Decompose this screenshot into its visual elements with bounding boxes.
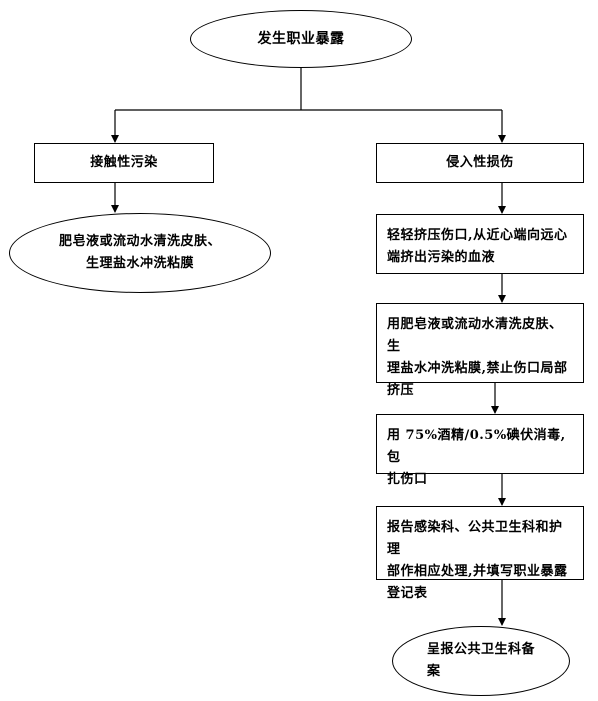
node-report-departments-line-2: 部作相应处理,并填写职业暴露 bbox=[387, 564, 568, 579]
node-disinfect-bandage-line-1: 用 75%酒精/0.5%碘伏消毒, 包 bbox=[387, 428, 566, 465]
node-occupational-exposure-label: 发生职业暴露 bbox=[257, 31, 345, 47]
node-disinfect-bandage: 用 75%酒精/0.5%碘伏消毒, 包 扎伤口 bbox=[376, 414, 584, 487]
node-contact-wash-text: 肥皂液或流动水清洗皮肤、 生理盐水冲洗粘膜 bbox=[59, 231, 221, 275]
node-contact-wash: 肥皂液或流动水清洗皮肤、 生理盐水冲洗粘膜 bbox=[9, 213, 271, 293]
node-contact-contamination-label: 接触性污染 bbox=[90, 155, 158, 170]
node-file-record: 呈报公共卫生科备 案 bbox=[392, 626, 570, 696]
node-invasive-wash-line-3: 挤压 bbox=[387, 383, 415, 398]
node-invasive-wash: 用肥皂液或流动水清洗皮肤、生 理盐水冲洗粘膜,禁止伤口局部 挤压 bbox=[376, 303, 584, 398]
node-file-record-line-2: 案 bbox=[426, 664, 441, 679]
node-disinfect-bandage-line-2: 扎伤口 bbox=[387, 472, 428, 487]
node-invasive-wash-line-1: 用肥皂液或流动水清洗皮肤、生 bbox=[387, 317, 563, 354]
node-invasive-injury: 侵入性损伤 bbox=[376, 143, 584, 183]
node-report-departments: 报告感染科、公共卫生科和护理 部作相应处理,并填写职业暴露 登记表 bbox=[376, 506, 584, 601]
node-report-departments-line-3: 登记表 bbox=[387, 586, 428, 601]
node-file-record-line-1: 呈报公共卫生科备 bbox=[426, 642, 535, 657]
node-contact-contamination: 接触性污染 bbox=[34, 143, 214, 183]
node-file-record-text: 呈报公共卫生科备 案 bbox=[427, 639, 535, 683]
node-occupational-exposure: 发生职业暴露 bbox=[190, 10, 412, 68]
node-squeeze-wound-line-1: 轻轻挤压伤口,从近心端向远心 bbox=[387, 228, 568, 243]
node-invasive-injury-label: 侵入性损伤 bbox=[446, 155, 514, 170]
node-contact-wash-line-1: 肥皂液或流动水清洗皮肤、 bbox=[58, 234, 221, 249]
node-report-departments-line-1: 报告感染科、公共卫生科和护理 bbox=[387, 520, 563, 557]
node-squeeze-wound: 轻轻挤压伤口,从近心端向远心 端挤出污染的血液 bbox=[376, 214, 584, 274]
node-invasive-wash-line-2: 理盐水冲洗粘膜,禁止伤口局部 bbox=[387, 361, 568, 376]
node-contact-wash-line-2: 生理盐水冲洗粘膜 bbox=[85, 256, 194, 271]
node-squeeze-wound-line-2: 端挤出污染的血液 bbox=[387, 250, 496, 265]
